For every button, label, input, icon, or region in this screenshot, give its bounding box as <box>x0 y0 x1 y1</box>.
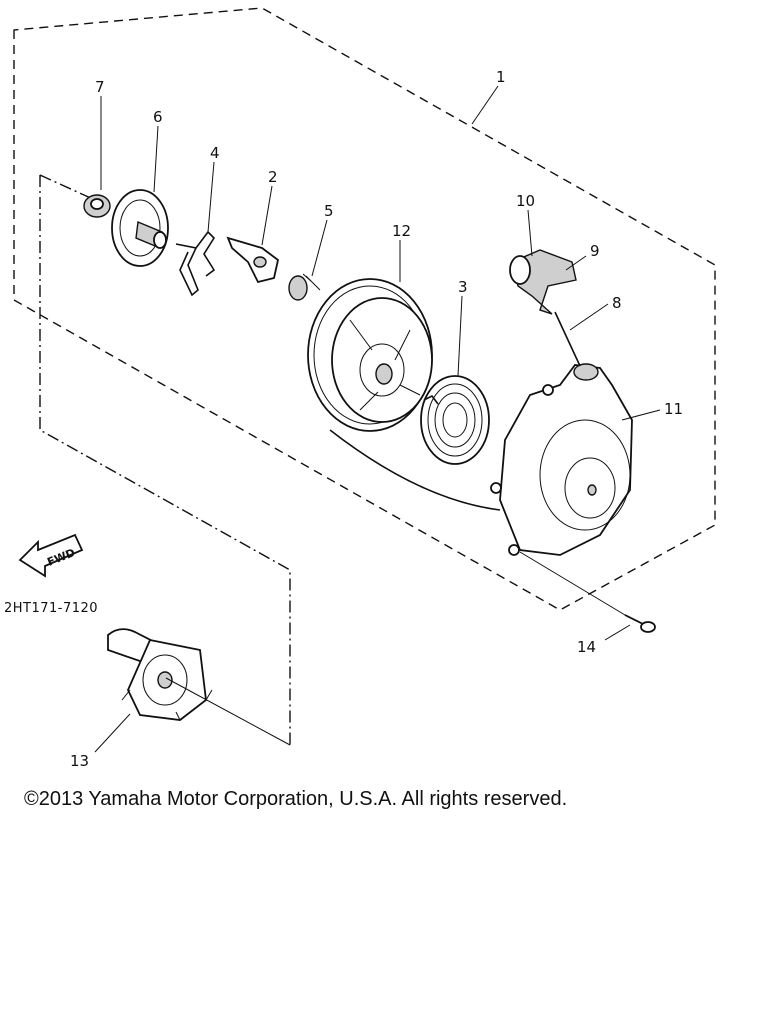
copyright-notice: ©2013 Yamaha Motor Corporation, U.S.A. A… <box>24 788 568 810</box>
subassembly-boundary <box>39 174 291 745</box>
callout-1: 1 <box>496 68 506 86</box>
callout-5: 5 <box>324 202 334 220</box>
callout-12: 12 <box>392 222 411 240</box>
assembly-boundary <box>13 7 716 611</box>
callout-9: 9 <box>590 242 600 260</box>
part-6-plate <box>111 189 169 267</box>
part-7-nut <box>83 194 111 218</box>
leader-lines <box>94 85 661 753</box>
part-13-drive-pulley <box>107 628 213 721</box>
callout-2: 2 <box>268 168 278 186</box>
callout-6: 6 <box>153 108 163 126</box>
callout-14: 14 <box>577 638 596 656</box>
callout-7: 7 <box>95 78 105 96</box>
callout-11: 11 <box>664 400 683 418</box>
part-10-handle <box>509 249 577 315</box>
callout-10: 10 <box>516 192 535 210</box>
callout-4: 4 <box>210 144 220 162</box>
callout-8: 8 <box>612 294 622 312</box>
part-11-starter-case <box>490 363 633 556</box>
part-12-sheave-drum <box>307 278 433 432</box>
part-4-spring <box>175 230 216 297</box>
part-code: 2HT171-7120 <box>4 601 98 616</box>
part-8-rope <box>329 311 581 511</box>
callout-13: 13 <box>70 752 89 770</box>
fwd-arrow-icon: FWD <box>18 533 84 578</box>
part-5-spring <box>288 273 321 301</box>
part-3-recoil-spring <box>420 375 490 465</box>
callout-3: 3 <box>458 278 468 296</box>
part-2-pawl <box>226 236 280 284</box>
